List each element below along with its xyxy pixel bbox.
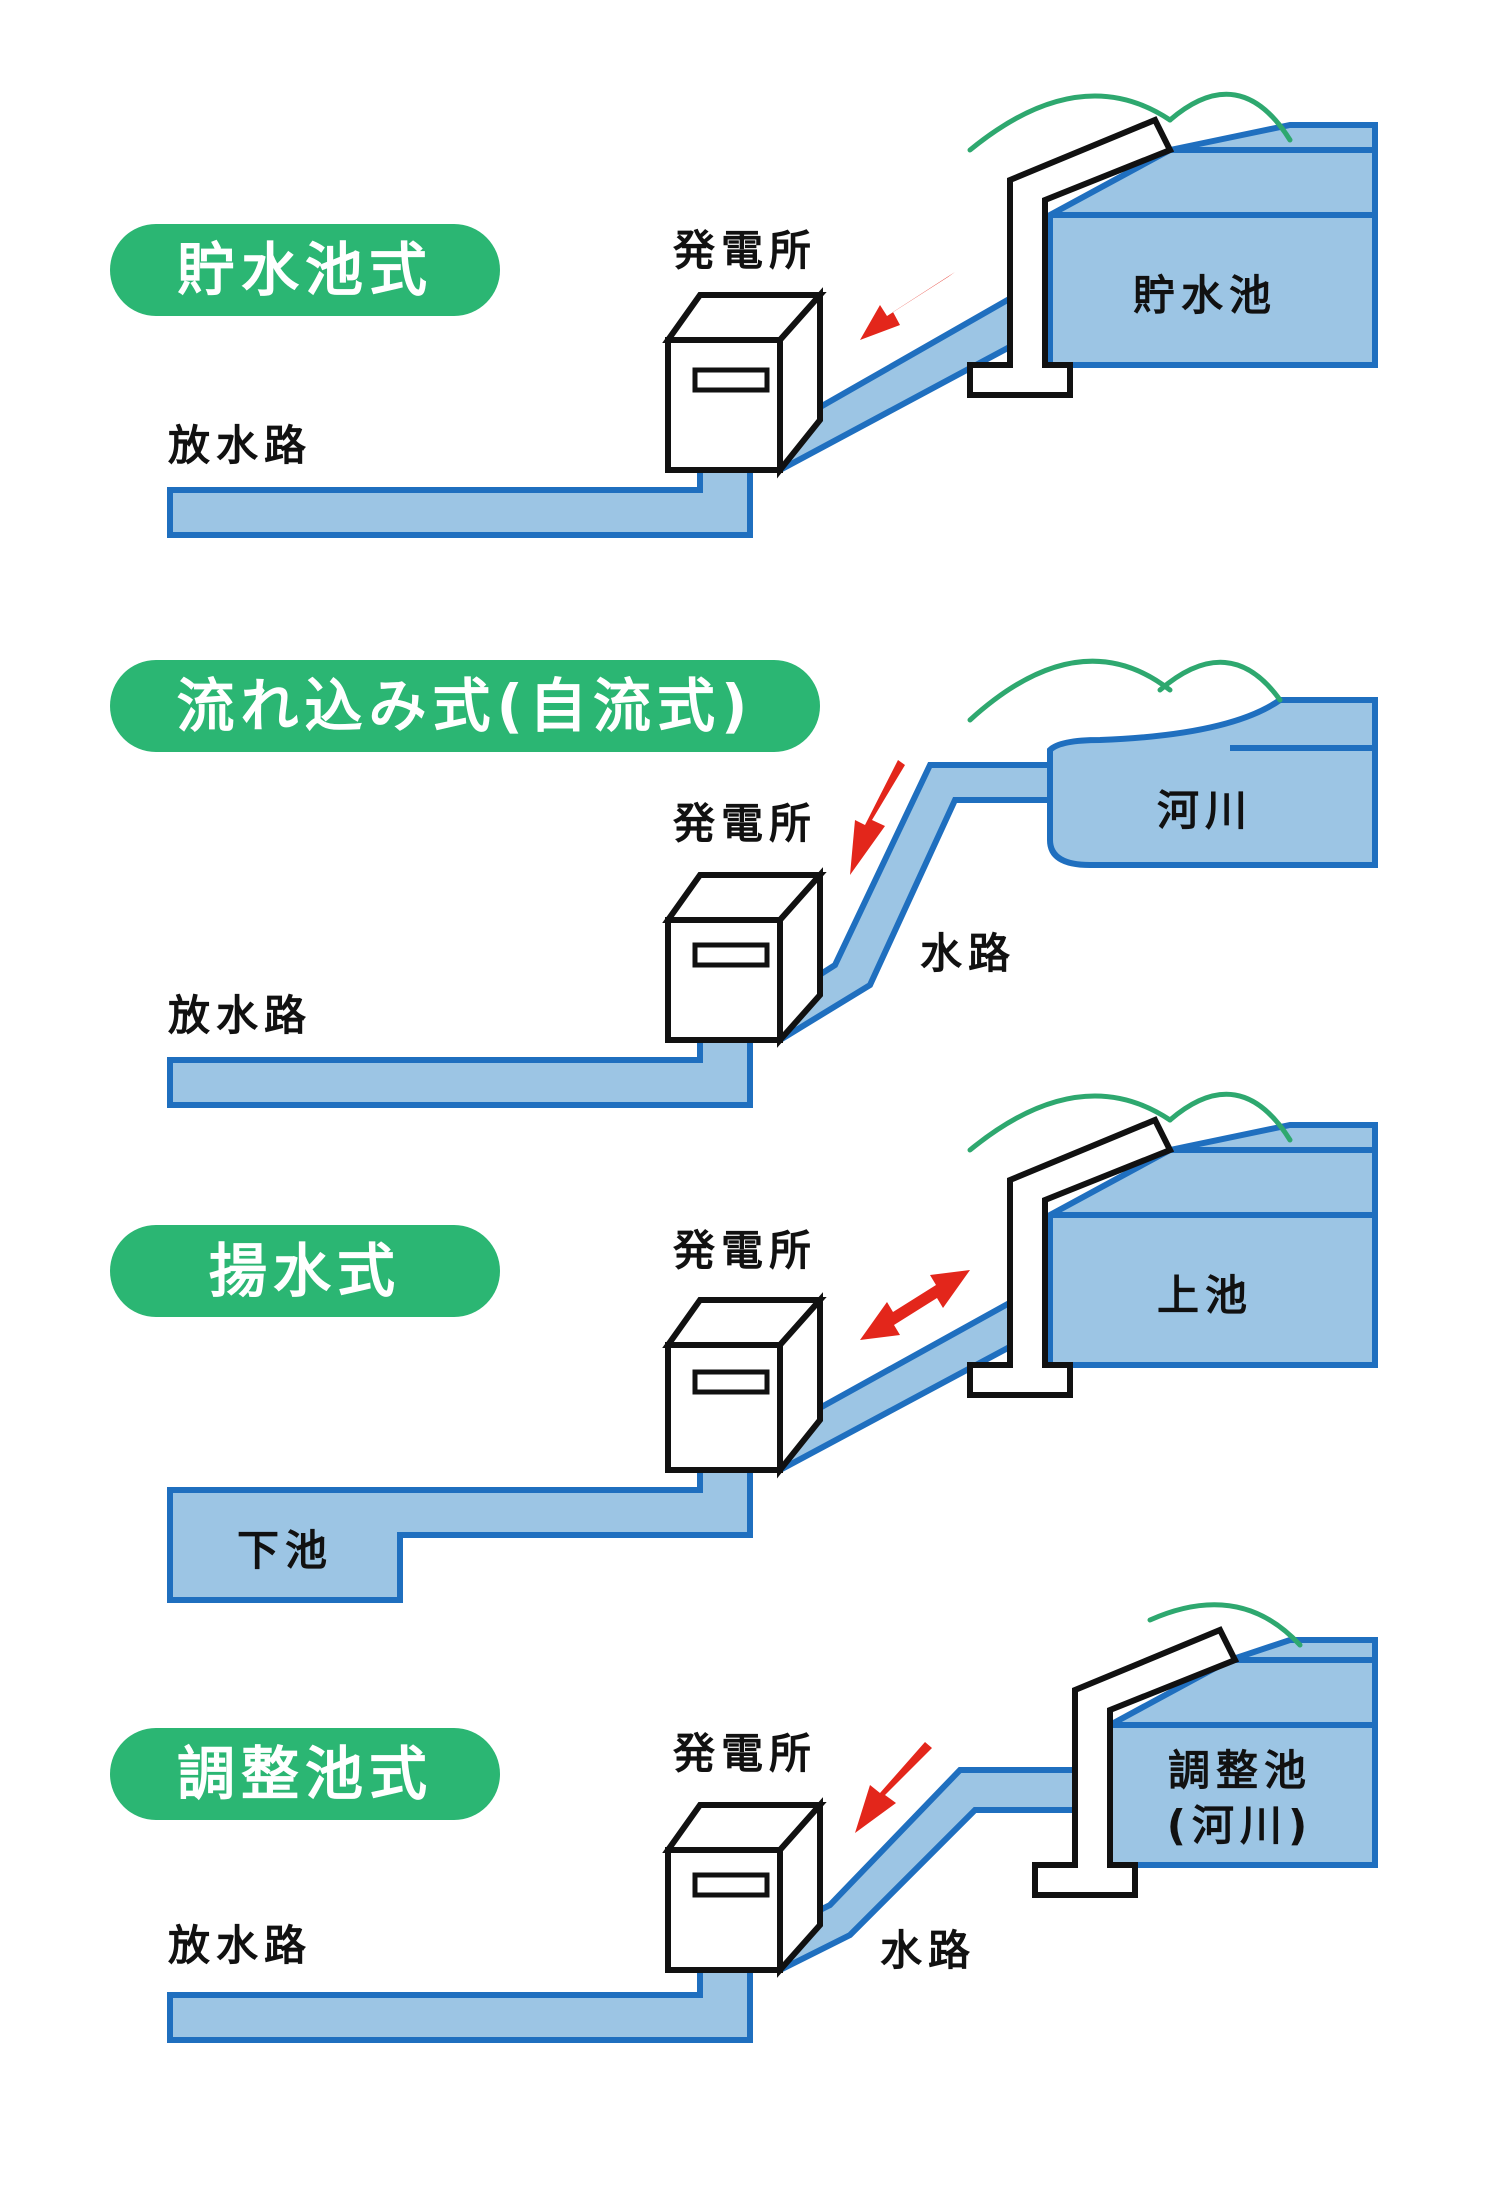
title-text: 調整池式 <box>177 1740 433 1808</box>
station-label: 発電所 <box>673 226 817 275</box>
reservoir-top <box>1169 122 1378 153</box>
power-station <box>662 867 827 1048</box>
river-body <box>1047 697 1378 868</box>
upper-pond-label: 上池 <box>1157 1271 1253 1320</box>
mountain-right <box>1167 91 1293 143</box>
panel-run-of-river: 流れ込み式(自流式) 放水路 河川 発電所 水路 <box>110 658 1378 1108</box>
outlet-channel <box>167 1032 753 1108</box>
title-pill <box>110 1225 500 1317</box>
panel-pumped-storage: 揚水式 下池 上池 発電所 <box>110 1091 1378 1603</box>
mountain-left <box>967 1093 1173 1153</box>
outlet-channel <box>167 462 753 538</box>
title-text: 流れ込み式(自流式) <box>176 672 753 740</box>
mountain-left <box>967 93 1173 153</box>
title-text: 貯水池式 <box>177 236 433 304</box>
title-pill <box>110 1728 500 1820</box>
flow-arrow <box>860 272 955 340</box>
outlet-channel <box>167 1967 753 2043</box>
power-station <box>662 287 827 479</box>
reservoir-body <box>1047 147 1378 368</box>
flow-arrow-two-way <box>860 1270 970 1340</box>
regulating-pond-label-2: (河川) <box>1167 1801 1313 1850</box>
regulating-pond-label-1: 調整池 <box>1168 1746 1312 1795</box>
station-label: 発電所 <box>673 799 817 848</box>
dam <box>1032 1626 1240 1898</box>
title-text: 揚水式 <box>209 1237 401 1305</box>
flow-arrow <box>855 1742 932 1833</box>
regulating-pond-top <box>1229 1637 1378 1663</box>
lower-pond <box>167 1462 753 1603</box>
outlet-label: 放水路 <box>168 421 312 470</box>
outlet-label: 放水路 <box>168 1921 312 1970</box>
mountain <box>1147 1602 1303 1648</box>
mountain-left <box>967 658 1173 723</box>
mountain-right <box>1157 659 1283 703</box>
river-label: 河川 <box>1157 786 1253 835</box>
mountain-right <box>1167 1091 1293 1143</box>
title-pill <box>110 224 500 316</box>
power-station <box>662 1292 827 1479</box>
dam <box>967 116 1175 398</box>
power-station <box>662 1797 827 1978</box>
panel-regulating-pond: 調整池式 放水路 調整池 (河川) 発電所 水路 <box>110 1602 1378 2043</box>
station-label: 発電所 <box>673 1226 817 1275</box>
upper-pond-top <box>1169 1122 1378 1153</box>
title-pill <box>110 660 820 752</box>
dam <box>967 1116 1175 1398</box>
panel-reservoir: 貯水池式 放水路 貯水池 発電所 <box>110 91 1378 538</box>
channel-label: 水路 <box>920 929 1016 978</box>
reservoir-label: 貯水池 <box>1133 271 1277 320</box>
flow-arrow <box>850 760 905 875</box>
lower-pond-label: 下池 <box>237 1526 333 1575</box>
channel-label: 水路 <box>880 1926 976 1975</box>
station-label: 発電所 <box>673 1729 817 1778</box>
upper-pond-body <box>1047 1147 1378 1368</box>
outlet-label: 放水路 <box>168 991 312 1040</box>
